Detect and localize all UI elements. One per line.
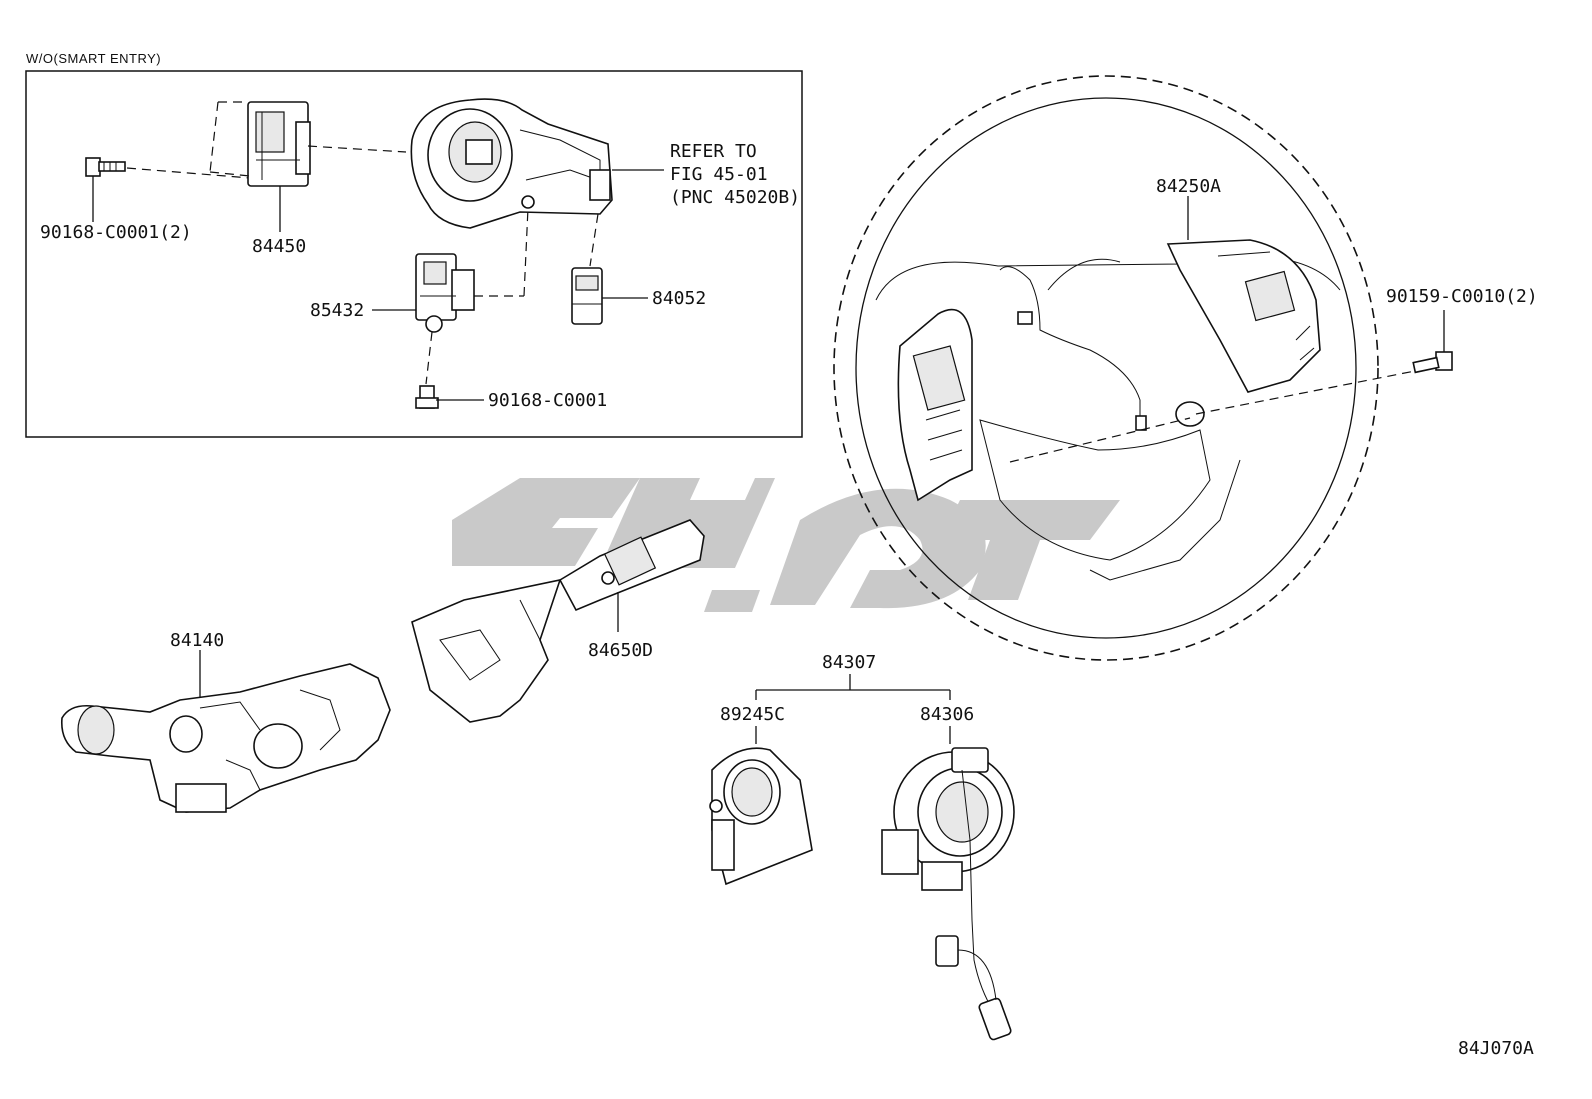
bolt-90168-c0001-2 bbox=[85, 157, 126, 177]
refer-line-2: FIG 45-01 bbox=[670, 164, 768, 185]
label-84250a: 84250A bbox=[1156, 176, 1221, 197]
label-84140: 84140 bbox=[170, 630, 224, 651]
part-84140-combination-switch bbox=[60, 663, 391, 813]
bolt-90168-c0001 bbox=[415, 385, 439, 409]
part-84250a-steering-wheel bbox=[833, 75, 1379, 661]
label-84650d: 84650D bbox=[588, 640, 653, 661]
diagram-code: 84J070A bbox=[1458, 1038, 1534, 1059]
part-89245c-steering-sensor bbox=[709, 747, 813, 886]
label-89245c: 89245C bbox=[720, 704, 785, 725]
label-90159-c0010-2: 90159-C0010(2) bbox=[1386, 286, 1538, 307]
part-85432-switch bbox=[415, 253, 475, 333]
label-84307: 84307 bbox=[822, 652, 876, 673]
inset-without-smart-entry: W/O(SMART ENTRY) 90168-C0001(2) 84450 bbox=[25, 51, 803, 438]
bolt-90159-c0010-2 bbox=[1412, 351, 1453, 374]
inset-title: W/O(SMART ENTRY) bbox=[26, 51, 161, 66]
refer-line-1: REFER TO bbox=[670, 141, 757, 162]
part-84306-spiral-cable bbox=[881, 747, 1015, 1041]
part-84052-switch bbox=[571, 267, 603, 325]
label-84052: 84052 bbox=[652, 288, 706, 309]
part-84450-switch bbox=[247, 101, 311, 187]
label-84450: 84450 bbox=[252, 236, 306, 257]
label-90168-c0001-2: 90168-C0001(2) bbox=[40, 222, 192, 243]
refer-line-3: (PNC 45020B) bbox=[670, 187, 800, 208]
part-84650d-wiper-switch bbox=[411, 519, 705, 723]
label-90168-c0001: 90168-C0001 bbox=[488, 390, 607, 411]
label-85432: 85432 bbox=[310, 300, 364, 321]
part-ignition-housing bbox=[410, 98, 613, 229]
label-84306: 84306 bbox=[920, 704, 974, 725]
